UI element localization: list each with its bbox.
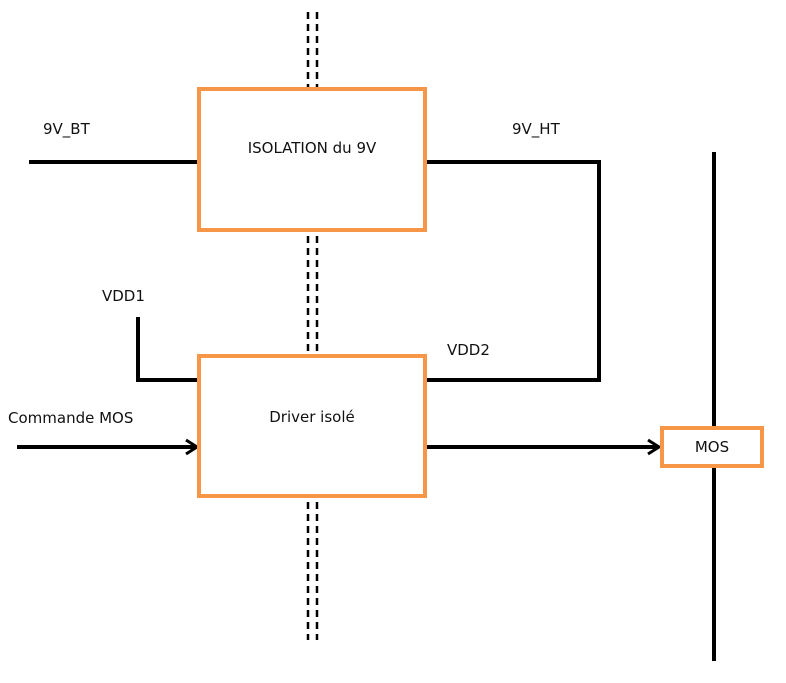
signal-label-vdd1: VDD1 bbox=[102, 287, 145, 305]
wire-9v-ht bbox=[425, 160, 601, 382]
signal-label-commande-mos: Commande MOS bbox=[8, 409, 134, 427]
isolation-block-label: ISOLATION du 9V bbox=[247, 139, 377, 157]
wire-vdd1 bbox=[136, 317, 199, 382]
mos-block bbox=[660, 426, 764, 468]
isolation-barrier bbox=[306, 12, 319, 640]
mos-block-label: MOS bbox=[694, 438, 730, 456]
driver-block-label: Driver isolé bbox=[269, 408, 355, 426]
arrow-head-mos bbox=[647, 438, 662, 456]
signal-label-9v-bt: 9V_BT bbox=[43, 120, 90, 138]
signal-label-9v-ht: 9V_HT bbox=[512, 120, 560, 138]
signal-label-vdd2: VDD2 bbox=[447, 341, 490, 359]
isolation-block bbox=[197, 87, 427, 232]
driver-block bbox=[197, 354, 427, 498]
